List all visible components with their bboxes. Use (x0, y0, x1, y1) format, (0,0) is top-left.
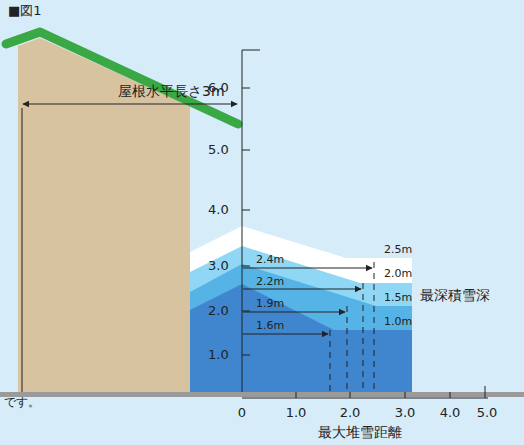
axis-value: 4.0 (208, 203, 229, 216)
axis-title: 最深積雪深 (420, 288, 490, 302)
depth-label: 1.5m (384, 292, 412, 303)
figure-number: ■図1 (8, 4, 42, 17)
axis-value: 4.0 (440, 406, 461, 419)
axis-title: 最大堆雪距離 (318, 425, 402, 439)
distance-label: 2.2m (256, 276, 284, 287)
y-axis (242, 50, 243, 392)
axis-value: 6.0 (208, 81, 229, 94)
axis-value: 1.0 (286, 406, 307, 419)
distance-label: 1.9m (256, 298, 284, 309)
snow-band (190, 264, 412, 392)
ground (0, 392, 524, 397)
axis-value: 5.0 (477, 406, 498, 419)
depth-label: 2.0m (384, 268, 412, 279)
distance-arrows (243, 268, 372, 334)
axis-value: 1.0 (208, 348, 229, 361)
distance-label: 2.4m (256, 254, 284, 265)
snow-band (190, 284, 412, 392)
axis-value: 2.0 (208, 304, 229, 317)
distance-dashes (330, 262, 374, 392)
x-ticks (296, 386, 485, 398)
dimension-line (22, 108, 23, 392)
depth-label: 1.0m (384, 316, 412, 327)
axis-value: 3.0 (395, 406, 416, 419)
distance-label: 1.6m (256, 320, 284, 331)
snow-band (190, 246, 412, 392)
axis-value: 0 (238, 406, 246, 419)
x-axis (242, 398, 488, 399)
axis-value: 2.0 (340, 406, 361, 419)
snow-band (190, 226, 412, 392)
depth-label: 2.5m (384, 244, 412, 255)
axis-value: 3.0 (208, 259, 229, 272)
roof (6, 32, 238, 124)
axis-value: 5.0 (208, 143, 229, 156)
dimension-arrow (23, 103, 237, 104)
note-text: です。 (4, 396, 40, 408)
y-ticks (242, 50, 260, 355)
